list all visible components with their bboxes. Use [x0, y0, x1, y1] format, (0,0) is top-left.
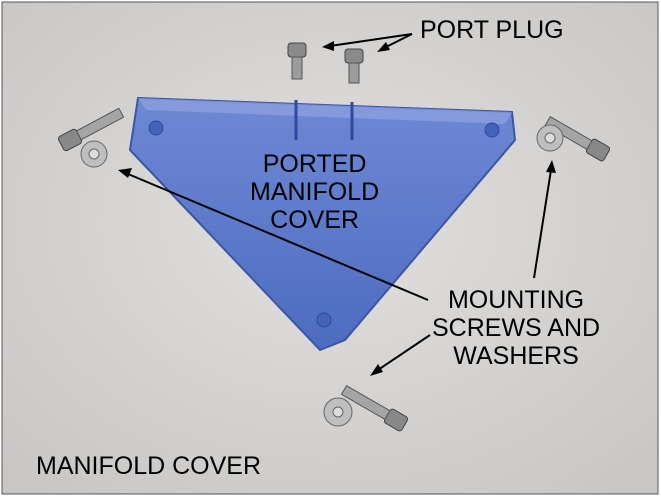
mounting-line-2: SCREWS AND — [432, 314, 601, 342]
ported-cover-line-2: MANIFOLD — [250, 178, 380, 206]
callout-arrows — [118, 33, 556, 376]
ported-manifold-cover-label: PORTED MANIFOLD COVER — [250, 150, 379, 234]
mounting-screws-label: MOUNTING SCREWS AND WASHERS — [432, 286, 600, 370]
port-plug-label: PORT PLUG — [420, 16, 564, 44]
port-plug-screws — [287, 42, 364, 84]
ported-manifold-cover — [128, 96, 517, 352]
ported-cover-line-3: COVER — [270, 206, 360, 234]
mounting-line-3: WASHERS — [453, 342, 579, 370]
caption: MANIFOLD COVER — [36, 452, 262, 480]
mounting-line-1: MOUNTING — [447, 286, 585, 314]
ported-cover-line-1: PORTED — [262, 150, 367, 178]
mounting-screws-and-washers — [57, 107, 611, 432]
